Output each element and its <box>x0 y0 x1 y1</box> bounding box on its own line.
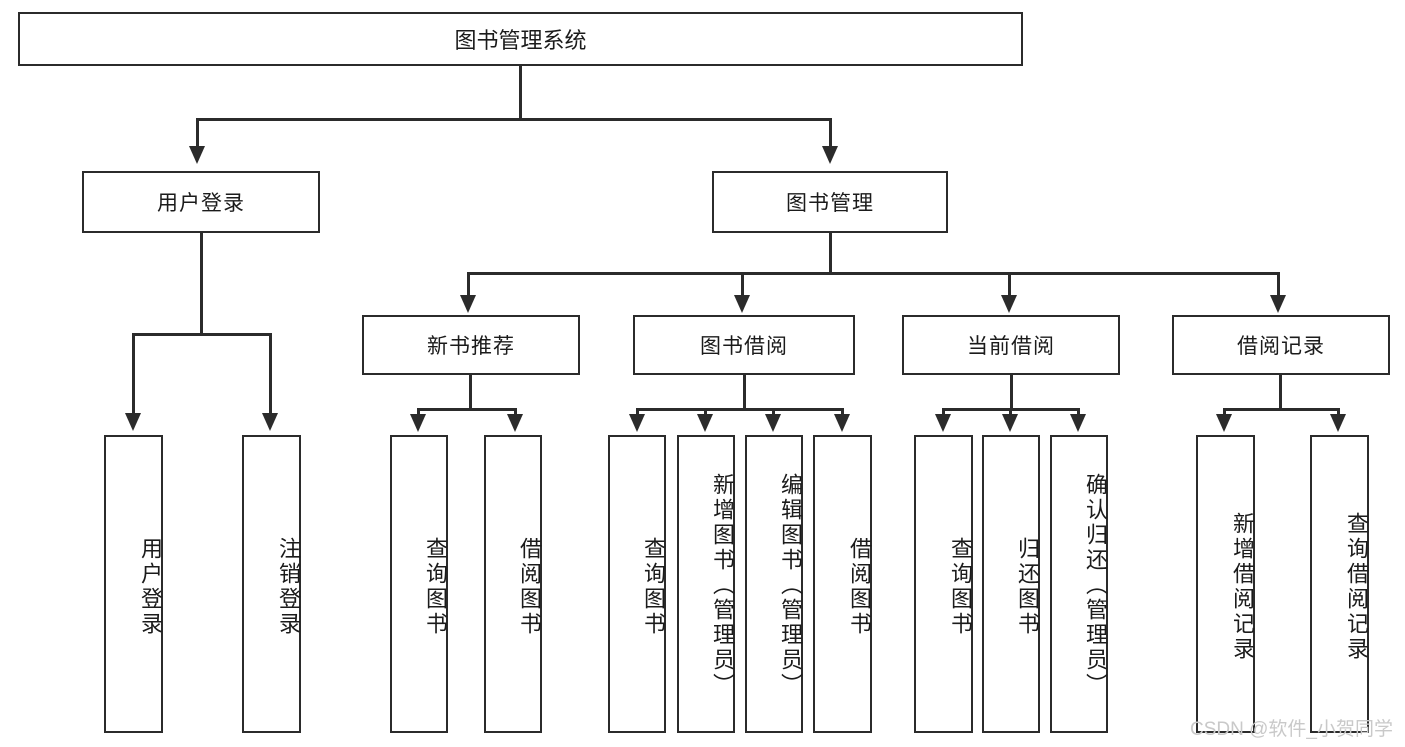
edge-borrow-c3 <box>772 408 775 417</box>
arrow-record-c1 <box>1216 414 1232 432</box>
node-current-borrow[interactable]: 当前借阅 <box>902 315 1120 375</box>
arrow-to-user-login <box>189 146 205 164</box>
node-label: 新书推荐 <box>427 335 515 358</box>
node-label: 用户登录 <box>138 537 163 637</box>
leaf-return-book[interactable]: 归还图书 <box>982 435 1040 733</box>
edge-new-books-bar <box>417 408 517 411</box>
node-label: 确认归还（管理员） <box>1083 472 1108 698</box>
arrow-user-login-left <box>125 413 141 431</box>
edge-user-login-trunk <box>200 233 203 335</box>
arrow-new-books-c1 <box>410 414 426 432</box>
edge-to-borrow-records <box>1277 272 1280 297</box>
arrow-to-new-books <box>460 295 476 313</box>
node-label: 查询图书 <box>423 537 448 637</box>
leaf-query-book-recommend[interactable]: 查询图书 <box>390 435 448 733</box>
leaf-logout[interactable]: 注销登录 <box>242 435 301 733</box>
arrow-borrow-c4 <box>834 414 850 432</box>
leaf-add-book-admin[interactable]: 新增图书（管理员） <box>677 435 735 733</box>
edge-current-c3 <box>1077 408 1080 417</box>
arrow-new-books-c2 <box>507 414 523 432</box>
leaf-query-book-borrow[interactable]: 查询图书 <box>608 435 666 733</box>
node-book-management[interactable]: 图书管理 <box>712 171 948 233</box>
leaf-user-login[interactable]: 用户登录 <box>104 435 163 733</box>
arrow-to-borrow-records <box>1270 295 1286 313</box>
node-label: 借阅记录 <box>1237 335 1325 358</box>
edge-new-books-trunk <box>469 375 472 410</box>
node-label: 归还图书 <box>1015 537 1040 637</box>
node-label: 编辑图书（管理员） <box>778 472 803 698</box>
node-label: 新增借阅记录 <box>1230 512 1255 662</box>
node-label: 图书管理 <box>786 192 874 215</box>
node-label: 查询图书 <box>948 537 973 637</box>
edge-root-trunk <box>519 66 522 120</box>
node-label: 用户登录 <box>157 192 245 215</box>
arrow-record-c2 <box>1330 414 1346 432</box>
edge-new-books-c2 <box>514 408 517 417</box>
edge-borrow-c4 <box>841 408 844 417</box>
arrow-current-c1 <box>935 414 951 432</box>
edge-to-user-login <box>196 118 199 148</box>
node-user-login[interactable]: 用户登录 <box>82 171 320 233</box>
edge-record-trunk <box>1279 375 1282 410</box>
arrow-current-c2 <box>1002 414 1018 432</box>
node-label: 图书借阅 <box>700 335 788 358</box>
leaf-query-book-current[interactable]: 查询图书 <box>914 435 973 733</box>
edge-to-borrow-books <box>741 272 744 297</box>
edge-borrow-bar <box>636 408 844 411</box>
node-label: 查询图书 <box>641 537 666 637</box>
arrow-to-current-borrow <box>1001 295 1017 313</box>
edge-to-current-borrow <box>1008 272 1011 297</box>
leaf-edit-book-admin[interactable]: 编辑图书（管理员） <box>745 435 803 733</box>
edge-record-c1 <box>1223 408 1226 417</box>
leaf-add-borrow-record[interactable]: 新增借阅记录 <box>1196 435 1255 733</box>
edge-user-login-right <box>269 333 272 415</box>
node-new-book-recommend[interactable]: 新书推荐 <box>362 315 580 375</box>
edge-new-books-c1 <box>417 408 420 417</box>
node-root-system[interactable]: 图书管理系统 <box>18 12 1023 66</box>
edge-current-trunk <box>1010 375 1013 410</box>
edge-current-c2 <box>1009 408 1012 417</box>
edge-to-book-mgmt <box>829 118 832 148</box>
node-label: 注销登录 <box>276 537 301 637</box>
node-borrow-record[interactable]: 借阅记录 <box>1172 315 1390 375</box>
edge-current-c1 <box>942 408 945 417</box>
node-book-borrow[interactable]: 图书借阅 <box>633 315 855 375</box>
edge-borrow-trunk <box>743 375 746 410</box>
arrow-borrow-c2 <box>697 414 713 432</box>
leaf-confirm-return-admin[interactable]: 确认归还（管理员） <box>1050 435 1108 733</box>
leaf-borrow-book[interactable]: 借阅图书 <box>813 435 872 733</box>
arrow-borrow-c1 <box>629 414 645 432</box>
arrow-current-c3 <box>1070 414 1086 432</box>
leaf-borrow-book-recommend[interactable]: 借阅图书 <box>484 435 542 733</box>
node-label: 新增图书（管理员） <box>710 472 735 698</box>
edge-user-login-bar <box>132 333 271 336</box>
leaf-query-borrow-record[interactable]: 查询借阅记录 <box>1310 435 1369 733</box>
edge-level3-bar <box>467 272 1279 275</box>
arrow-borrow-c3 <box>765 414 781 432</box>
edge-user-login-left <box>132 333 135 415</box>
node-label: 借阅图书 <box>847 537 872 637</box>
edge-borrow-c2 <box>704 408 707 417</box>
edge-level2-bar <box>196 118 832 121</box>
edge-record-c2 <box>1337 408 1340 417</box>
edge-record-bar <box>1223 408 1340 411</box>
node-label: 借阅图书 <box>517 537 542 637</box>
node-label: 图书管理系统 <box>454 28 587 53</box>
arrow-to-book-mgmt <box>822 146 838 164</box>
edge-book-mgmt-trunk <box>829 233 832 275</box>
arrow-to-borrow-books <box>734 295 750 313</box>
edge-borrow-c1 <box>636 408 639 417</box>
node-label: 当前借阅 <box>967 335 1055 358</box>
edge-to-new-books <box>467 272 470 297</box>
node-label: 查询借阅记录 <box>1344 512 1369 662</box>
arrow-user-login-right <box>262 413 278 431</box>
